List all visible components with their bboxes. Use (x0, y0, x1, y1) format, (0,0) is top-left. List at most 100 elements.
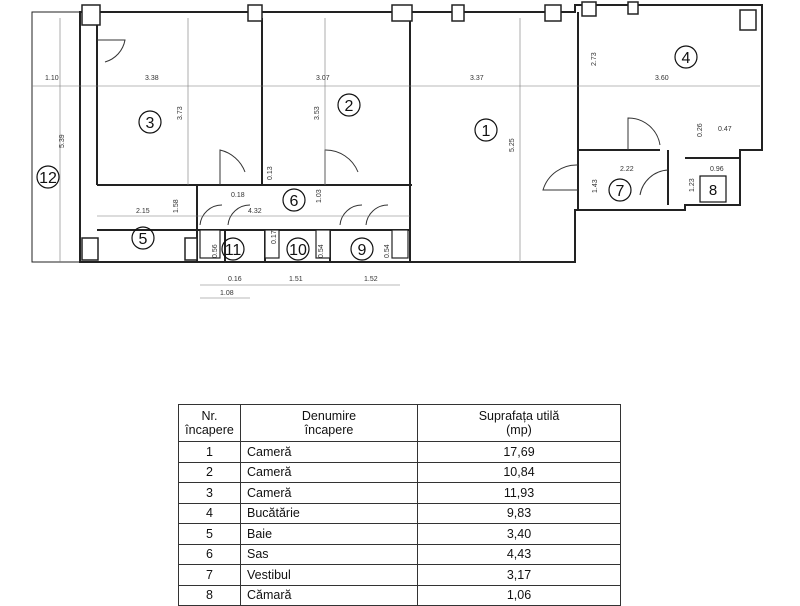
table-header-row: Nr. încapere Denumire încapere Suprafața… (178, 404, 621, 442)
header-room-number-text: Nr. încapere (185, 409, 234, 437)
dimension-text: 0.13 (267, 166, 274, 180)
balcony-outline (31, 11, 81, 263)
dimension-text: 5.25 (509, 138, 516, 152)
room-area: 10,84 (417, 461, 621, 483)
header-usable-area-text: Suprafața utilă (mp) (478, 409, 560, 437)
door-swing (639, 169, 669, 196)
header-room-name: Denumire încapere (240, 404, 418, 442)
dimension-text: 1.58 (173, 199, 180, 213)
dimension-text: 0.18 (231, 192, 245, 199)
room-area: 3,40 (417, 523, 621, 545)
room-label-8: 8 (709, 182, 717, 199)
dimension-text: 1.03 (316, 189, 323, 203)
dimension-text: 0.47 (718, 126, 732, 133)
room-name: Cameră (240, 461, 418, 483)
dimension-text: 0.54 (318, 244, 325, 258)
wall-pier (581, 1, 597, 17)
wall-pier (739, 9, 757, 31)
room-label-circle (221, 237, 245, 261)
dimension-text: 1.10 (45, 75, 59, 82)
room-label-circle (350, 237, 374, 261)
door-swing (542, 164, 579, 191)
dimension-text: 1.51 (289, 276, 303, 283)
dimension-text: 1.52 (364, 276, 378, 283)
wall-pier (627, 1, 639, 15)
room-number: 2 (178, 461, 241, 483)
room-number: 1 (178, 441, 241, 463)
room-number: 7 (178, 564, 241, 586)
room-label-12: 12 (39, 170, 57, 187)
wall-pier (81, 237, 99, 261)
room-label-box (699, 175, 727, 203)
header-room-name-text: Denumire încapere (301, 409, 357, 437)
floor-plan: 1 2 3 4 5 6 7 8 9 10 11 12 1.10 3.38 3.7… (31, 1, 763, 299)
table-row: 7 Vestibul 3,17 (178, 564, 621, 586)
table-row: 2 Cameră 10,84 (178, 461, 621, 483)
room-label-circle (36, 165, 60, 189)
rooms-table: Nr. încapere Denumire încapere Suprafața… (178, 404, 621, 606)
room-label-9: 9 (358, 242, 367, 259)
dimension-text: 3.37 (470, 75, 484, 82)
dimension-text: 1.23 (689, 178, 696, 192)
room-name: Cameră (240, 441, 418, 463)
outer-wall (79, 4, 763, 263)
room-area: 11,93 (417, 482, 621, 504)
room-label-2: 2 (345, 98, 354, 115)
door-swing (219, 149, 246, 185)
dimension-text: 1.43 (592, 179, 599, 193)
room-area: 1,06 (417, 584, 621, 606)
dimension-text: 0.54 (384, 244, 391, 258)
wall-pier (247, 4, 263, 22)
dimension-text: 2.22 (620, 166, 634, 173)
wall-pier (544, 4, 562, 22)
header-usable-area: Suprafața utilă (mp) (417, 404, 621, 442)
wall-pier (451, 4, 465, 22)
room-label-circle (337, 93, 361, 117)
room-name: Bucătărie (240, 502, 418, 524)
wall-pier (264, 229, 280, 259)
room-area: 17,69 (417, 441, 621, 463)
room-label-3: 3 (146, 115, 155, 132)
wall-pier (391, 4, 413, 22)
room-label-circle (674, 45, 698, 69)
door-swing (324, 149, 359, 185)
room-name: Sas (240, 543, 418, 565)
room-label-circle (286, 237, 310, 261)
dimension-text: 0.16 (228, 276, 242, 283)
dimension-text: 3.07 (316, 75, 330, 82)
dimension-text: 3.38 (145, 75, 159, 82)
room-label-circle (474, 118, 498, 142)
room-number: 8 (178, 584, 241, 606)
room-label-5: 5 (139, 231, 148, 248)
dimension-text: 2.15 (136, 208, 150, 215)
wall-pier (315, 229, 331, 259)
room-number: 6 (178, 543, 241, 565)
room-label-circle (131, 226, 155, 250)
room-number: 3 (178, 482, 241, 504)
table-row: 6 Sas 4,43 (178, 543, 621, 565)
room-label-circle (138, 110, 162, 134)
room-label-circle (282, 188, 306, 212)
wall-pier (391, 229, 409, 259)
dimension-text: 3.60 (655, 75, 669, 82)
table-row: 8 Cămară 1,06 (178, 584, 621, 606)
dimension-text: 0.96 (710, 166, 724, 173)
door-swing (227, 204, 251, 226)
room-label-4: 4 (682, 50, 691, 67)
wall-pier (199, 229, 221, 259)
dimension-text: 1.08 (220, 290, 234, 297)
door-swing (339, 204, 363, 226)
room-name: Baie (240, 523, 418, 545)
wall-pier (81, 4, 101, 26)
room-label-7: 7 (616, 183, 625, 200)
room-area: 3,17 (417, 564, 621, 586)
dimension-text: 0.26 (697, 123, 704, 137)
dimension-text: 3.73 (177, 106, 184, 120)
table-row: 3 Cameră 11,93 (178, 482, 621, 504)
room-label-10: 10 (289, 242, 307, 259)
table-row: 5 Baie 3,40 (178, 523, 621, 545)
dimension-text: 3.53 (314, 106, 321, 120)
door-swing (365, 204, 389, 226)
room-label-6: 6 (290, 193, 299, 210)
header-room-number: Nr. încapere (178, 404, 241, 442)
